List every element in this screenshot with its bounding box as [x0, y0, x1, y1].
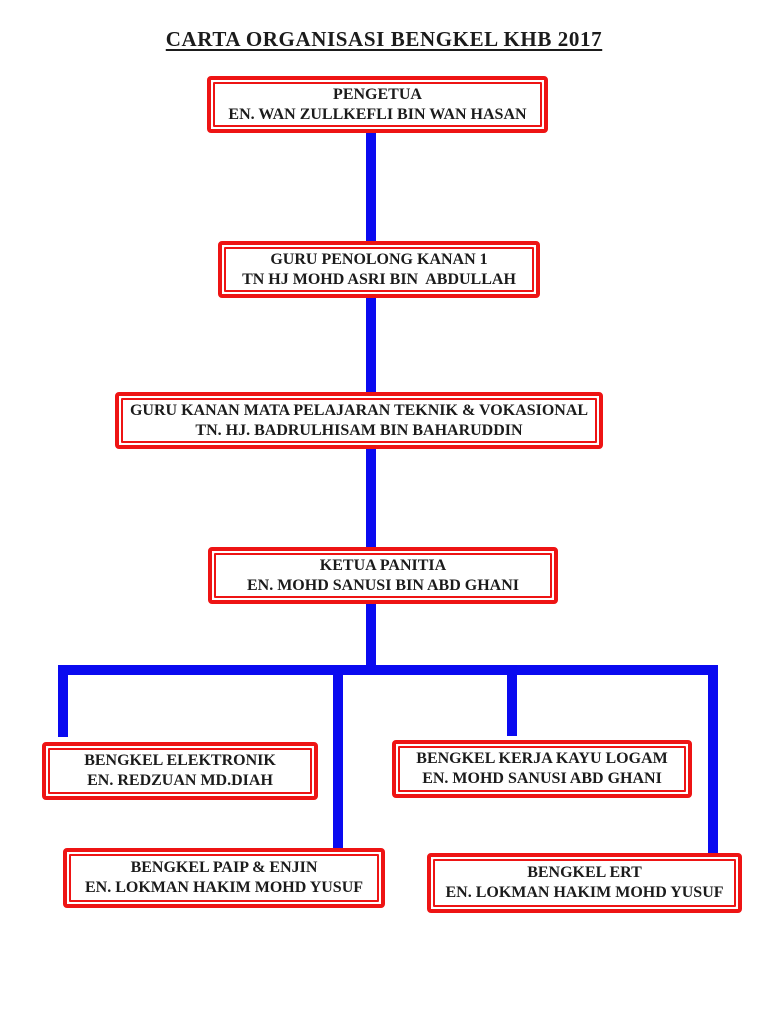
role-title: BENGKEL KERJA KAYU LOGAM	[416, 750, 668, 767]
connector-gpk1-to-gurukanan	[366, 296, 376, 394]
connector-ketuapanitia-to-branch	[366, 602, 376, 666]
org-box-gpk1-frame: GURU PENOLONG KANAN 1 TN HJ MOHD ASRI BI…	[224, 247, 534, 292]
org-box-pengetua-frame: PENGETUA EN. WAN ZULLKEFLI BIN WAN HASAN	[213, 82, 542, 127]
role-title: BENGKEL ELEKTRONIK	[84, 752, 276, 769]
connector-pengetua-to-gpk1	[366, 130, 376, 243]
person-name: EN. MOHD SANUSI ABD GHANI	[422, 770, 662, 787]
org-box-bengkel-elektronik-frame: BENGKEL ELEKTRONIK EN. REDZUAN MD.DIAH	[48, 748, 312, 794]
person-name: EN. WAN ZULLKEFLI BIN WAN HASAN	[228, 105, 527, 123]
org-box-bengkel-ert: BENGKEL ERT EN. LOKMAN HAKIM MOHD YUSUF	[427, 853, 742, 913]
person-name: EN. MOHD SANUSI BIN ABD GHANI	[246, 576, 520, 594]
org-box-bengkel-paip-enjin: BENGKEL PAIP & ENJIN EN. LOKMAN HAKIM MO…	[63, 848, 385, 908]
org-box-pengetua: PENGETUA EN. WAN ZULLKEFLI BIN WAN HASAN	[207, 76, 548, 133]
role-title: GURU PENOLONG KANAN 1	[270, 250, 488, 268]
role-title: KETUA PANITIA	[319, 556, 447, 574]
person-name: TN. HJ. BADRULHISAM BIN BAHARUDDIN	[195, 421, 523, 439]
role-title: BENGKEL ERT	[527, 864, 642, 881]
connector-drop-elektronik	[58, 665, 68, 737]
connector-drop-paip-enjin	[333, 665, 343, 849]
person-name: EN. LOKMAN HAKIM MOHD YUSUF	[445, 884, 724, 901]
page-title: CARTA ORGANISASI BENGKEL KHB 2017	[165, 27, 603, 51]
org-box-gpk1: GURU PENOLONG KANAN 1 TN HJ MOHD ASRI BI…	[218, 241, 540, 298]
person-name: EN. REDZUAN MD.DIAH	[87, 772, 273, 789]
person-name: EN. LOKMAN HAKIM MOHD YUSUF	[84, 879, 364, 896]
org-box-bengkel-elektronik: BENGKEL ELEKTRONIK EN. REDZUAN MD.DIAH	[42, 742, 318, 800]
connector-branch-horizontal	[58, 665, 718, 675]
org-box-guru-kanan-mp: GURU KANAN MATA PELAJARAN TEKNIK & VOKAS…	[115, 392, 603, 449]
org-box-bengkel-kerja-kayu-logam-frame: BENGKEL KERJA KAYU LOGAM EN. MOHD SANUSI…	[398, 746, 686, 792]
connector-drop-kerja-kayu	[507, 665, 517, 736]
org-box-ketua-panitia-frame: KETUA PANITIA EN. MOHD SANUSI BIN ABD GH…	[214, 553, 552, 598]
connector-gurukanan-to-ketuapanitia	[366, 446, 376, 549]
org-box-bengkel-paip-enjin-frame: BENGKEL PAIP & ENJIN EN. LOKMAN HAKIM MO…	[69, 854, 379, 902]
org-box-bengkel-ert-frame: BENGKEL ERT EN. LOKMAN HAKIM MOHD YUSUF	[433, 859, 736, 907]
role-title: BENGKEL PAIP & ENJIN	[130, 859, 318, 876]
connector-drop-ert	[708, 665, 718, 854]
org-box-ketua-panitia: KETUA PANITIA EN. MOHD SANUSI BIN ABD GH…	[208, 547, 558, 604]
org-box-guru-kanan-mp-frame: GURU KANAN MATA PELAJARAN TEKNIK & VOKAS…	[121, 398, 597, 443]
role-title: GURU KANAN MATA PELAJARAN TEKNIK & VOKAS…	[129, 401, 589, 419]
org-box-bengkel-kerja-kayu-logam: BENGKEL KERJA KAYU LOGAM EN. MOHD SANUSI…	[392, 740, 692, 798]
person-name: TN HJ MOHD ASRI BIN ABDULLAH	[242, 270, 516, 288]
role-title: PENGETUA	[333, 85, 422, 103]
